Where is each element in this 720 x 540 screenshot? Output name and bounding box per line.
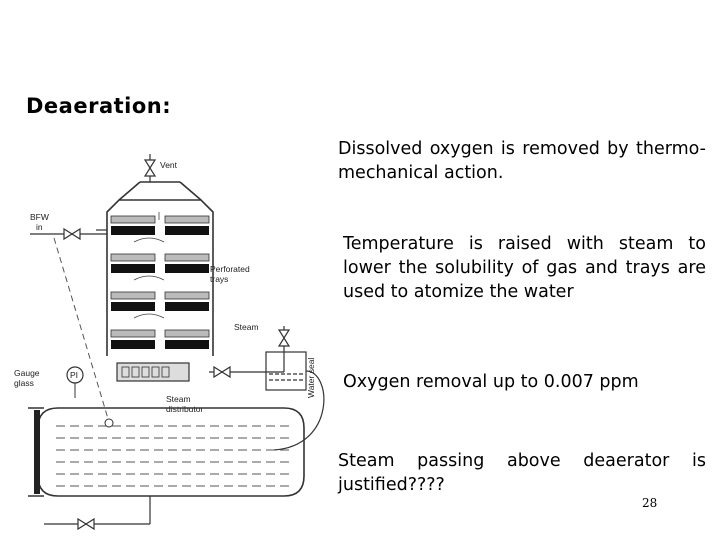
- paragraph-steam-passing: Steam passing above deaerator is justifi…: [338, 451, 706, 495]
- steam-valve-icon: [209, 326, 291, 379]
- paragraph-temperature: Temperature is raised with steam to lowe…: [343, 234, 706, 302]
- bfw-inlet-valve-icon: [30, 227, 107, 241]
- svg-text:PI: PI: [70, 370, 78, 380]
- pressure-indicator-icon: PI: [66, 366, 84, 398]
- water-seal-label: Water seal: [306, 358, 316, 398]
- level-float-icon: [104, 418, 114, 428]
- perforated-trays: [110, 212, 210, 349]
- water-seal: [265, 351, 325, 451]
- slide-title: Deaeration:: [26, 94, 172, 118]
- deaerator-column: [106, 181, 214, 356]
- steam-label: Steam: [234, 322, 259, 332]
- paragraph-oxygen-removal: Oxygen removal up to 0.007 ppm: [343, 372, 639, 392]
- perforated-label: Perforated: [210, 264, 250, 274]
- outlet-valve-icon: [44, 496, 151, 531]
- vessel-water-lines: [56, 425, 289, 487]
- glass-label: glass: [14, 378, 34, 388]
- bfw-in-label: in: [36, 222, 43, 232]
- gauge-glass: [28, 407, 44, 497]
- storage-vessel: [37, 407, 305, 497]
- vent-label: Vent: [160, 160, 178, 170]
- page-number: 28: [642, 496, 658, 510]
- paragraph-dissolved-oxygen: Dissolved oxygen is removed by thermo-me…: [338, 139, 706, 183]
- bfw-label: BFW: [30, 212, 49, 222]
- trays-label: trays: [210, 274, 228, 284]
- level-control-line: [53, 237, 110, 423]
- steam-distributor-label-1: Steam: [166, 394, 191, 404]
- vent-valve-icon: [143, 154, 157, 182]
- steam-distributor-label-2: distributor: [166, 404, 203, 414]
- steam-distributor: [116, 362, 190, 382]
- deaerator-diagram: Vent Perforated trays BFW in Steam: [14, 154, 325, 531]
- gauge-label: Gauge: [14, 368, 40, 378]
